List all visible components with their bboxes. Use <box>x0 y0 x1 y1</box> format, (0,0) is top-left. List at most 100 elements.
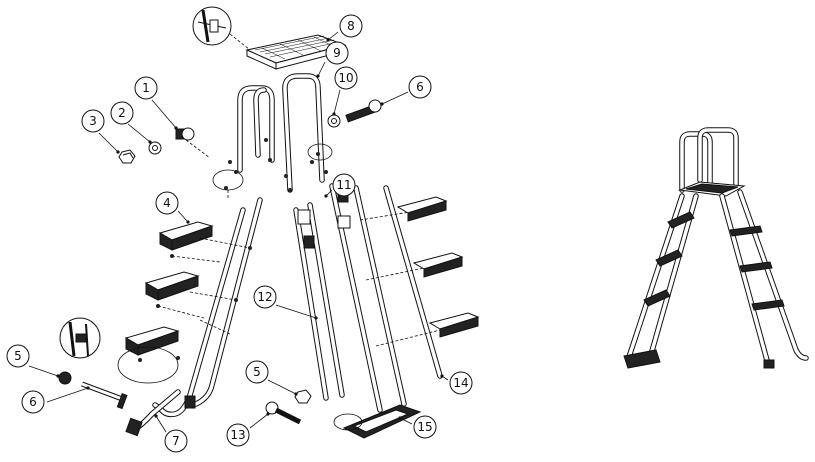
callout-15: 15 <box>398 415 437 439</box>
hinge-detail-view <box>192 6 251 51</box>
callout-anchor-dot <box>332 112 336 116</box>
nut-part-5-right <box>294 389 312 404</box>
callout-number: 6 <box>29 395 37 409</box>
callout-anchor-dot <box>116 150 120 154</box>
base-part-15 <box>333 404 422 439</box>
step-part-4-middle <box>144 271 238 308</box>
callout-circle <box>164 429 188 453</box>
step-part-14-middle <box>365 252 464 281</box>
callout-circle <box>245 360 269 384</box>
callout-number: 12 <box>257 290 272 304</box>
assembled-ladder-view <box>623 127 809 369</box>
step-detail-view <box>59 317 101 359</box>
callout-anchor-dot <box>440 374 444 378</box>
callout-anchor-dot <box>316 74 320 78</box>
nut-part-5-left <box>58 371 72 385</box>
callout-circle <box>332 173 356 197</box>
callout-number: 11 <box>336 178 351 192</box>
callout-circle <box>334 66 358 90</box>
callout-anchor-dot <box>294 392 298 396</box>
callout-1: 1 <box>134 76 178 130</box>
callout-leader-line <box>327 31 339 41</box>
callout-leader-line <box>249 413 269 429</box>
callout-anchor-dot <box>266 412 270 416</box>
callout-number: 7 <box>172 434 180 448</box>
callout-9: 9 <box>316 41 349 78</box>
callout-leader-line <box>98 132 119 153</box>
callout-number: 4 <box>163 196 171 210</box>
callout-leader-line <box>399 417 413 425</box>
bolt-part-6-top <box>345 99 382 123</box>
callout-circle <box>449 371 473 395</box>
callout-leader-line <box>275 304 317 319</box>
callout-2: 2 <box>110 101 152 144</box>
callout-6: 6 <box>21 386 90 414</box>
callout-leader-line <box>28 365 59 377</box>
callout-leader-line <box>333 89 341 115</box>
callout-anchor-dot <box>324 194 328 198</box>
callout-leader-line <box>317 61 326 77</box>
callout-leader-line <box>381 91 409 105</box>
callout-anchor-dot <box>174 126 178 130</box>
callout-circle <box>413 415 437 439</box>
callout-14: 14 <box>440 371 473 395</box>
callout-number: 5 <box>253 365 261 379</box>
callout-circle <box>325 41 349 65</box>
callout-circle <box>134 76 158 100</box>
callout-circle <box>339 14 363 38</box>
callout-number: 8 <box>347 19 355 33</box>
step-part-14-upper <box>359 196 448 222</box>
callout-7: 7 <box>154 414 188 453</box>
callout-leader-line <box>267 379 297 395</box>
callout-leader-line <box>151 99 177 129</box>
callout-6: 6 <box>380 75 432 106</box>
handrail-screws <box>212 138 333 198</box>
callout-12: 12 <box>253 285 318 320</box>
callout-anchor-dot <box>148 140 152 144</box>
callout-number: 14 <box>453 376 468 390</box>
callout-leader-line <box>177 210 189 223</box>
callout-circle <box>155 191 179 215</box>
callout-anchor-dot <box>380 102 384 106</box>
bolt-part-1 <box>175 127 211 159</box>
callout-leader-line <box>127 123 151 143</box>
callout-number: 3 <box>89 114 97 128</box>
callout-circle <box>6 344 30 368</box>
callout-number: 10 <box>338 71 353 85</box>
callout-circle <box>110 101 134 125</box>
callout-4: 4 <box>155 191 190 224</box>
callout-number: 9 <box>333 46 341 60</box>
callout-anchor-dot <box>314 316 318 320</box>
callout-circle <box>408 75 432 99</box>
nut-part-10 <box>327 114 341 128</box>
step-part-4-lower <box>117 326 180 384</box>
callout-number: 2 <box>118 106 126 120</box>
handrail-part <box>237 73 325 193</box>
callout-anchor-dot <box>398 416 402 420</box>
callout-number: 6 <box>416 80 424 94</box>
bolt-part-6-left <box>81 381 128 410</box>
callout-anchor-dot <box>186 220 190 224</box>
callout-number: 13 <box>230 428 245 442</box>
callout-5: 5 <box>6 344 60 378</box>
callout-5: 5 <box>245 360 298 396</box>
left-connection-lines <box>157 255 231 335</box>
callout-number: 1 <box>142 81 150 95</box>
callout-8: 8 <box>326 14 363 42</box>
right-legs <box>293 183 443 413</box>
step-part-4-upper <box>158 221 252 258</box>
callout-circle <box>226 423 250 447</box>
washer-part-2 <box>148 141 162 155</box>
left-side-rails <box>125 197 263 437</box>
step-part-14-lower <box>375 312 480 347</box>
callout-leader-line <box>46 387 89 403</box>
callout-circle <box>81 109 105 133</box>
callout-anchor-dot <box>56 374 60 378</box>
callout-13: 13 <box>226 412 270 447</box>
callout-10: 10 <box>332 66 358 116</box>
callout-3: 3 <box>81 109 120 154</box>
callout-circle <box>21 390 45 414</box>
callout-circle <box>253 285 277 309</box>
